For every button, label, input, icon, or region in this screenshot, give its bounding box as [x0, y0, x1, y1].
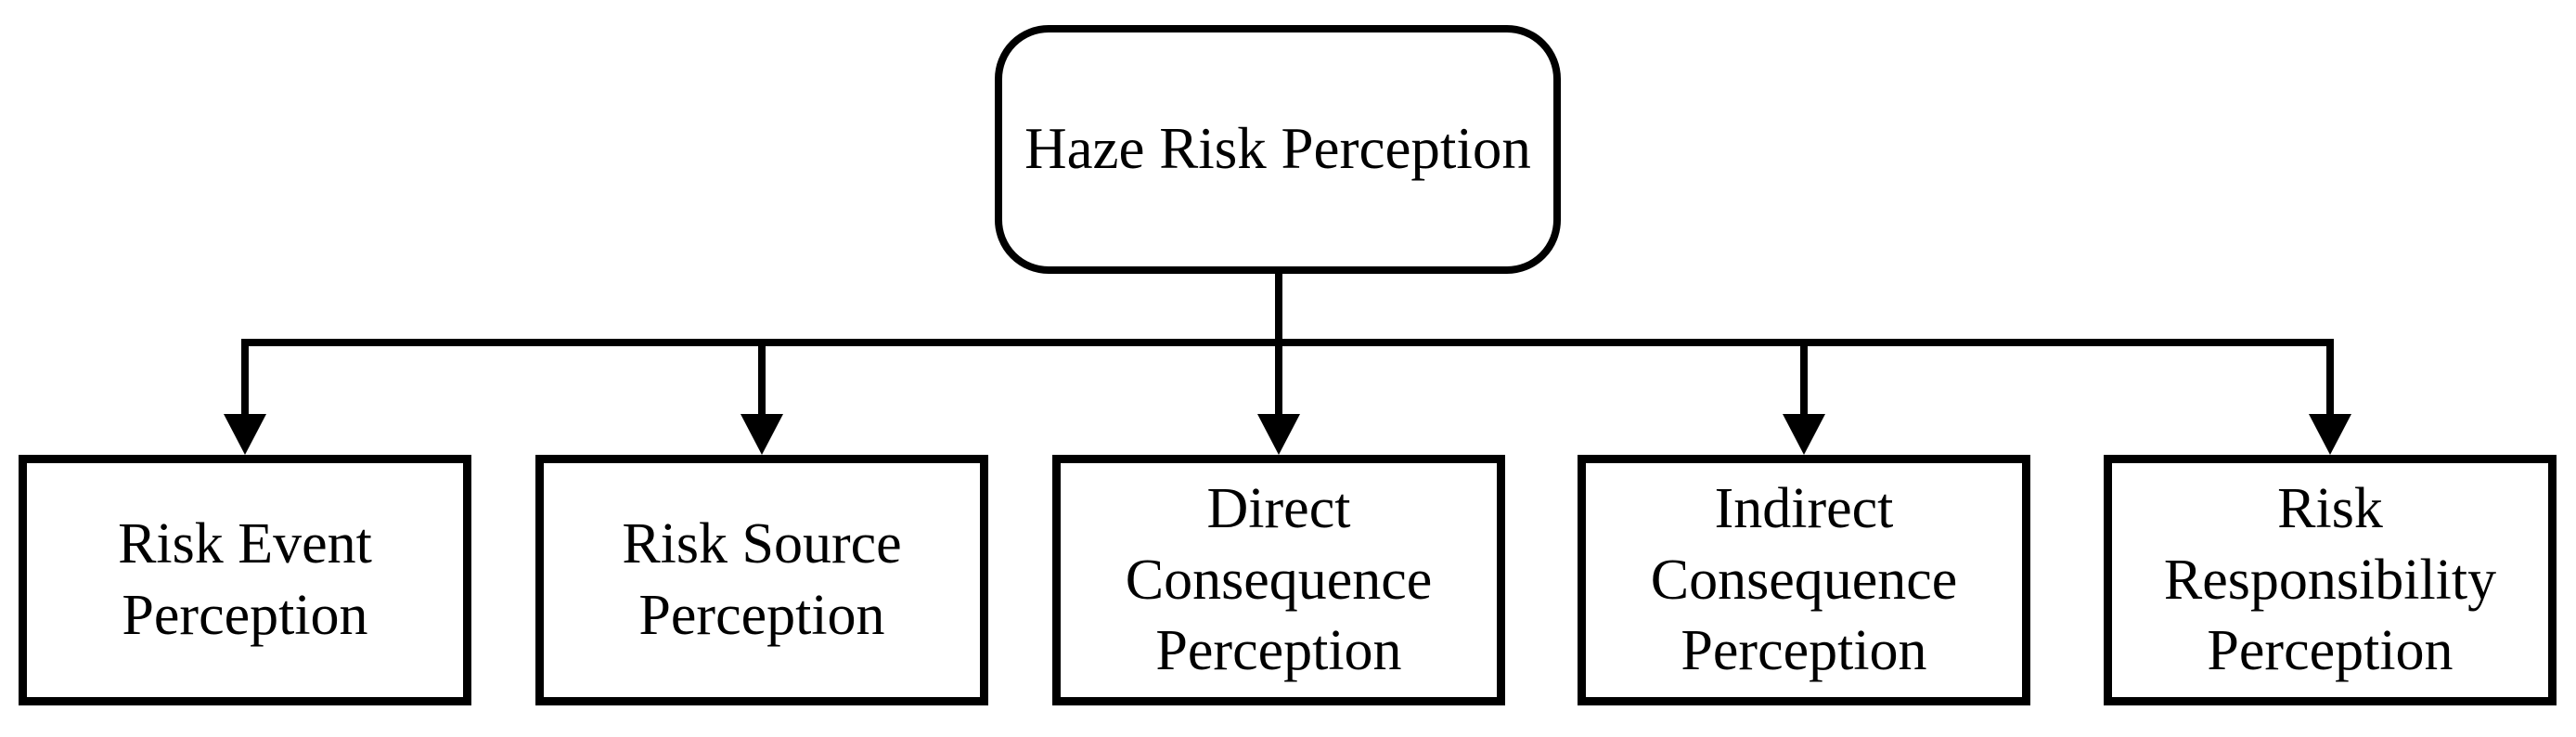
child-node-risk-responsibility-perception: Risk Responsibility Perception [2104, 455, 2557, 705]
arrowhead-down-icon [1783, 414, 1825, 455]
connector-drop-2 [741, 339, 783, 455]
child-node-indirect-consequence-perception: Indirect Consequence Perception [1578, 455, 2030, 705]
child-node-label: Direct Consequence Perception [1125, 476, 1433, 683]
connector-drop-1 [224, 339, 266, 455]
arrowhead-down-icon [2309, 414, 2351, 455]
connector-drop-4 [1783, 339, 1825, 455]
child-node-risk-event-perception: Risk Event Perception [19, 455, 471, 705]
root-node-label: Haze Risk Perception [1024, 116, 1531, 182]
child-node-label: Indirect Consequence Perception [1650, 476, 1958, 683]
arrowhead-down-icon [741, 414, 783, 455]
child-node-label: Risk Responsibility Perception [2163, 476, 2497, 683]
connector-drop-5 [2309, 339, 2351, 455]
arrowhead-down-icon [224, 414, 266, 455]
child-node-risk-source-perception: Risk Source Perception [535, 455, 988, 705]
child-node-label: Risk Source Perception [622, 512, 902, 647]
child-node-direct-consequence-perception: Direct Consequence Perception [1052, 455, 1505, 705]
arrowhead-down-icon [1257, 414, 1300, 455]
root-node-haze-risk-perception: Haze Risk Perception [995, 25, 1561, 274]
child-node-label: Risk Event Perception [118, 512, 372, 647]
connector-drop-3 [1257, 339, 1300, 455]
